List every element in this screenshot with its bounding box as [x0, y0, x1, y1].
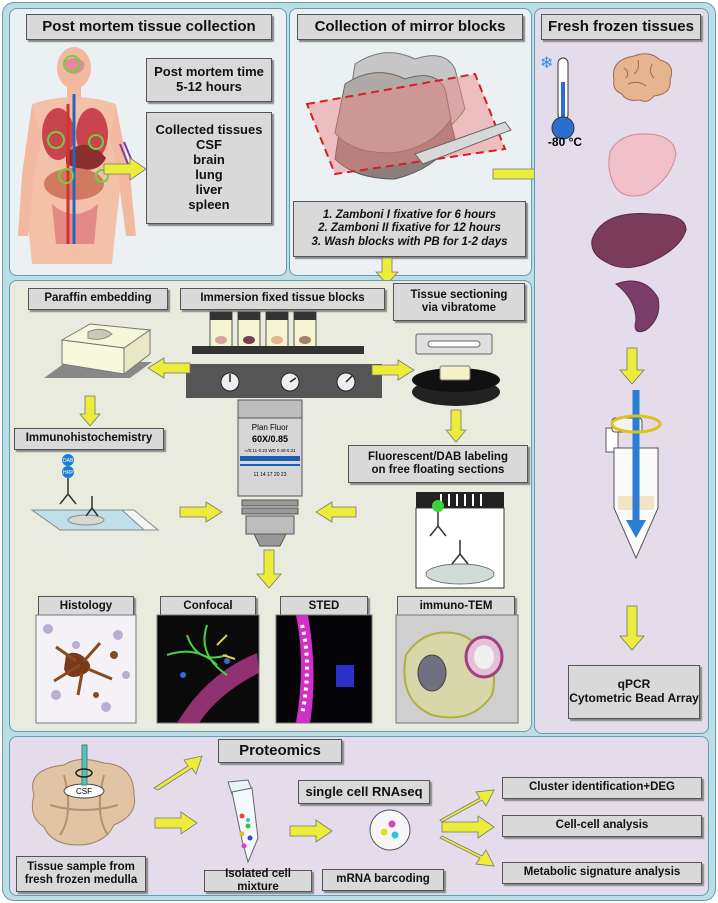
razor-blade-illustration: [415, 333, 493, 355]
arrow-medulla-to-proteomics: [153, 755, 203, 791]
tube-centrifuge-icon: [605, 390, 662, 560]
brain-icon: [612, 53, 673, 102]
isolated-cell-mixture-box: Isolated cell mixture: [204, 868, 312, 893]
scrnaseq-box: single cell RNAseq: [298, 780, 430, 804]
arrow-medulla-to-cells: [154, 811, 198, 835]
vibratome-stage-illustration: [412, 365, 500, 406]
objective-line-4: 11 14 17 20 23: [254, 472, 287, 478]
proteomics-box: Proteomics: [218, 739, 342, 763]
arrow-body-to-tissues: [103, 157, 147, 181]
arrow-mirror-down: [375, 257, 399, 285]
arrow-to-metabolic: [439, 835, 495, 867]
ihc-slide-illustration: DAB HRP: [30, 454, 160, 531]
vibratome-line-1: Tissue sectioning: [410, 288, 508, 301]
tissue-spleen: spleen: [188, 196, 230, 212]
arrow-spleen-down: [619, 347, 645, 385]
immersion-fixed-box: Immersion fixed tissue blocks: [180, 288, 385, 310]
objective-line-1: Plan Fluor: [252, 423, 289, 432]
thermometer-icon: ❄: [540, 55, 575, 140]
mirror-step-2: 2. Zamboni II fixative for 12 hours: [318, 222, 501, 235]
arrow-paraffin-down: [79, 395, 101, 427]
ihc-box: Immunohistochemistry: [14, 428, 164, 450]
arrow-to-cluster: [439, 789, 495, 823]
post-mortem-title: Post mortem tissue collection: [26, 14, 272, 40]
mirror-step-3: 3. Wash blocks with PB for 1-2 days: [311, 235, 508, 248]
fluorescent-line-1: Fluorescent/DAB labeling: [368, 450, 508, 463]
assay-qpcr: qPCR: [617, 677, 651, 692]
barcoding-droplet-illustration: [369, 809, 411, 851]
assay-cba: Cytometric Bead Array: [569, 691, 699, 705]
tissue-sample-box: Tissue sample from fresh frozen medulla: [16, 856, 146, 892]
cluster-identification-box: Cluster identification+DEG: [502, 777, 702, 799]
svg-text:❄: ❄: [540, 55, 553, 72]
collected-tissues-title: Collected tissues: [155, 122, 263, 138]
temperature-label: -80 °C: [547, 135, 583, 149]
paraffin-block-illustration: [44, 323, 152, 378]
fluorescent-line-2: on free floating sections: [371, 464, 505, 476]
tissue-liver: liver: [195, 181, 223, 197]
mirror-blocks-title: Collection of mirror blocks: [297, 14, 523, 40]
cell-tube-illustration: [227, 779, 259, 864]
spleen-icon: [614, 280, 660, 333]
liver-icon: [591, 213, 687, 268]
metabolic-signature-box: Metabolic signature analysis: [502, 862, 702, 884]
paraffin-embedding-box: Paraffin embedding: [28, 288, 168, 310]
immuno-tem-image: [395, 614, 519, 724]
tissue-lung: lung: [195, 167, 223, 182]
fixation-rack-illustration: [186, 311, 382, 398]
dab-label: DAB: [63, 458, 74, 464]
qpcr-box: qPCR Cytometric Bead Array: [568, 665, 700, 719]
mirror-block-illustration: [305, 52, 512, 180]
post-mortem-time-box: Post mortem time 5-12 hours: [146, 58, 272, 102]
sted-image: [275, 614, 373, 724]
lung-icon: [608, 133, 677, 197]
arrow-rack-to-paraffin: [147, 357, 191, 379]
arrow-cells-to-barcoding: [289, 819, 333, 843]
arrow-ihc-to-objective: [179, 501, 223, 523]
mirror-steps-box: 1. Zamboni I fixative for 6 hours 2. Zam…: [293, 201, 526, 257]
fresh-frozen-title: Fresh frozen tissues: [541, 14, 701, 40]
collected-tissues-box: Collected tissues CSF brain lung liver s…: [146, 112, 272, 224]
medulla-tissue-illustration: CSF: [31, 744, 136, 846]
histology-label: Histology: [38, 596, 134, 618]
cell-cell-analysis-box: Cell-cell analysis: [502, 815, 702, 837]
objective-line-2: 60X/0.85: [252, 434, 288, 444]
arrow-to-cellcell: [441, 815, 495, 839]
objective-line-3: ∞/0.11-0.23 WD 0.40-0.31: [245, 448, 296, 453]
vibratome-line-2: via vibratome: [421, 302, 497, 314]
tissue-sample-line-1: Tissue sample from: [27, 860, 135, 873]
hrp-label: HRP: [63, 470, 74, 476]
post-mortem-time-label: Post mortem time: [154, 64, 264, 80]
vibratome-box: Tissue sectioning via vibratome: [393, 283, 525, 321]
tissue-brain: brain: [193, 152, 225, 168]
mirror-step-1: 1. Zamboni I fixative for 6 hours: [322, 209, 497, 222]
histology-image: [35, 614, 137, 724]
arrow-fluorescent-to-objective: [315, 501, 357, 523]
arrow-objective-down: [256, 549, 282, 589]
arrow-rack-to-vibratome: [371, 359, 415, 381]
microscope-objective-illustration: Plan Fluor 60X/0.85 ∞/0.11-0.23 WD 0.40-…: [237, 399, 303, 547]
arrow-tube-down: [619, 605, 645, 651]
tissue-sample-line-2: fresh frozen medulla: [24, 874, 138, 886]
fluorescent-dab-box: Fluorescent/DAB labeling on free floatin…: [348, 445, 528, 483]
tissue-csf: CSF: [196, 137, 222, 153]
csf-label: CSF: [76, 787, 92, 796]
confocal-image: [156, 614, 260, 724]
mrna-barcoding-box: mRNA barcoding: [322, 869, 444, 891]
human-body-illustration: [18, 47, 136, 264]
arrow-vibratome-down: [445, 409, 467, 443]
post-mortem-time-value: 5-12 hours: [176, 79, 242, 94]
free-floating-container-illustration: [415, 492, 505, 589]
